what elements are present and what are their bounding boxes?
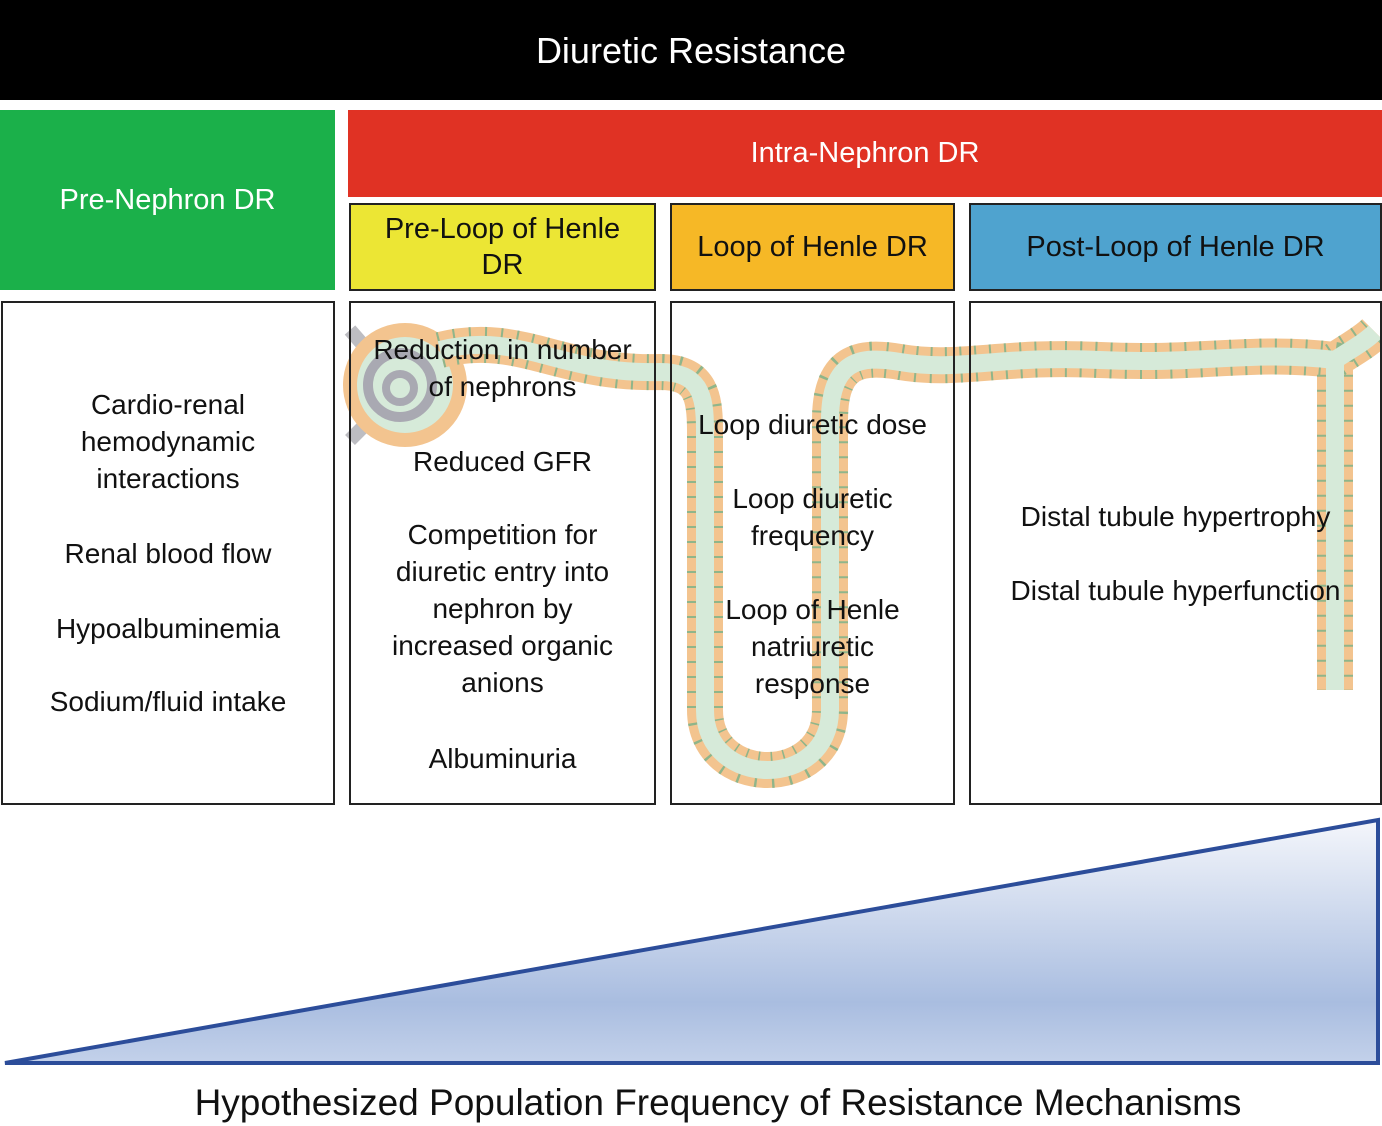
item-reduced-gfr: Reduced GFR [413, 446, 592, 477]
post-loop-box [969, 301, 1382, 805]
pre-loop-label: Pre-Loop of Henle DR [384, 212, 621, 281]
page-title: Diuretic Resistance [0, 0, 1382, 100]
item-reduction-nephrons: Reduction in number of nephrons [373, 334, 632, 402]
pre-loop-box [349, 301, 656, 805]
item-sodium-intake: Sodium/fluid intake [49, 686, 287, 717]
item-competition: Competition for diuretic entry into neph… [391, 519, 614, 698]
frequency-caption: Hypothesized Population Frequency of Res… [194, 1082, 1242, 1123]
pre-nephron-header: Pre-Nephron DR [0, 110, 335, 290]
item-loop-dose: Loop diuretic dose [698, 409, 927, 440]
item-albuminuria: Albuminuria [428, 743, 577, 774]
loop-header: Loop of Henle DR [670, 203, 955, 291]
loop-box [670, 301, 955, 805]
pre-loop-header: Pre-Loop of Henle DR [349, 203, 656, 291]
item-distal-hyperfunction: Distal tubule hyperfunction [1010, 575, 1341, 606]
intra-nephron-header: Intra-Nephron DR [348, 110, 1382, 197]
pre-nephron-box [1, 301, 335, 805]
item-renal-blood-flow: Renal blood flow [64, 538, 272, 569]
frequency-triangle [4, 817, 1380, 1065]
nephron-tubule-illustration [343, 318, 1382, 788]
item-loop-frequency: Loop diuretic frequency [732, 483, 893, 551]
post-loop-header: Post-Loop of Henle DR [969, 203, 1382, 291]
item-distal-hypertrophy: Distal tubule hypertrophy [1020, 501, 1331, 532]
item-hypoalbuminemia: Hypoalbuminemia [55, 613, 281, 644]
item-loop-response: Loop of Henle natriuretic response [725, 594, 900, 699]
item-cardio-renal: Cardio-renal hemodynamic interactions [80, 389, 256, 494]
